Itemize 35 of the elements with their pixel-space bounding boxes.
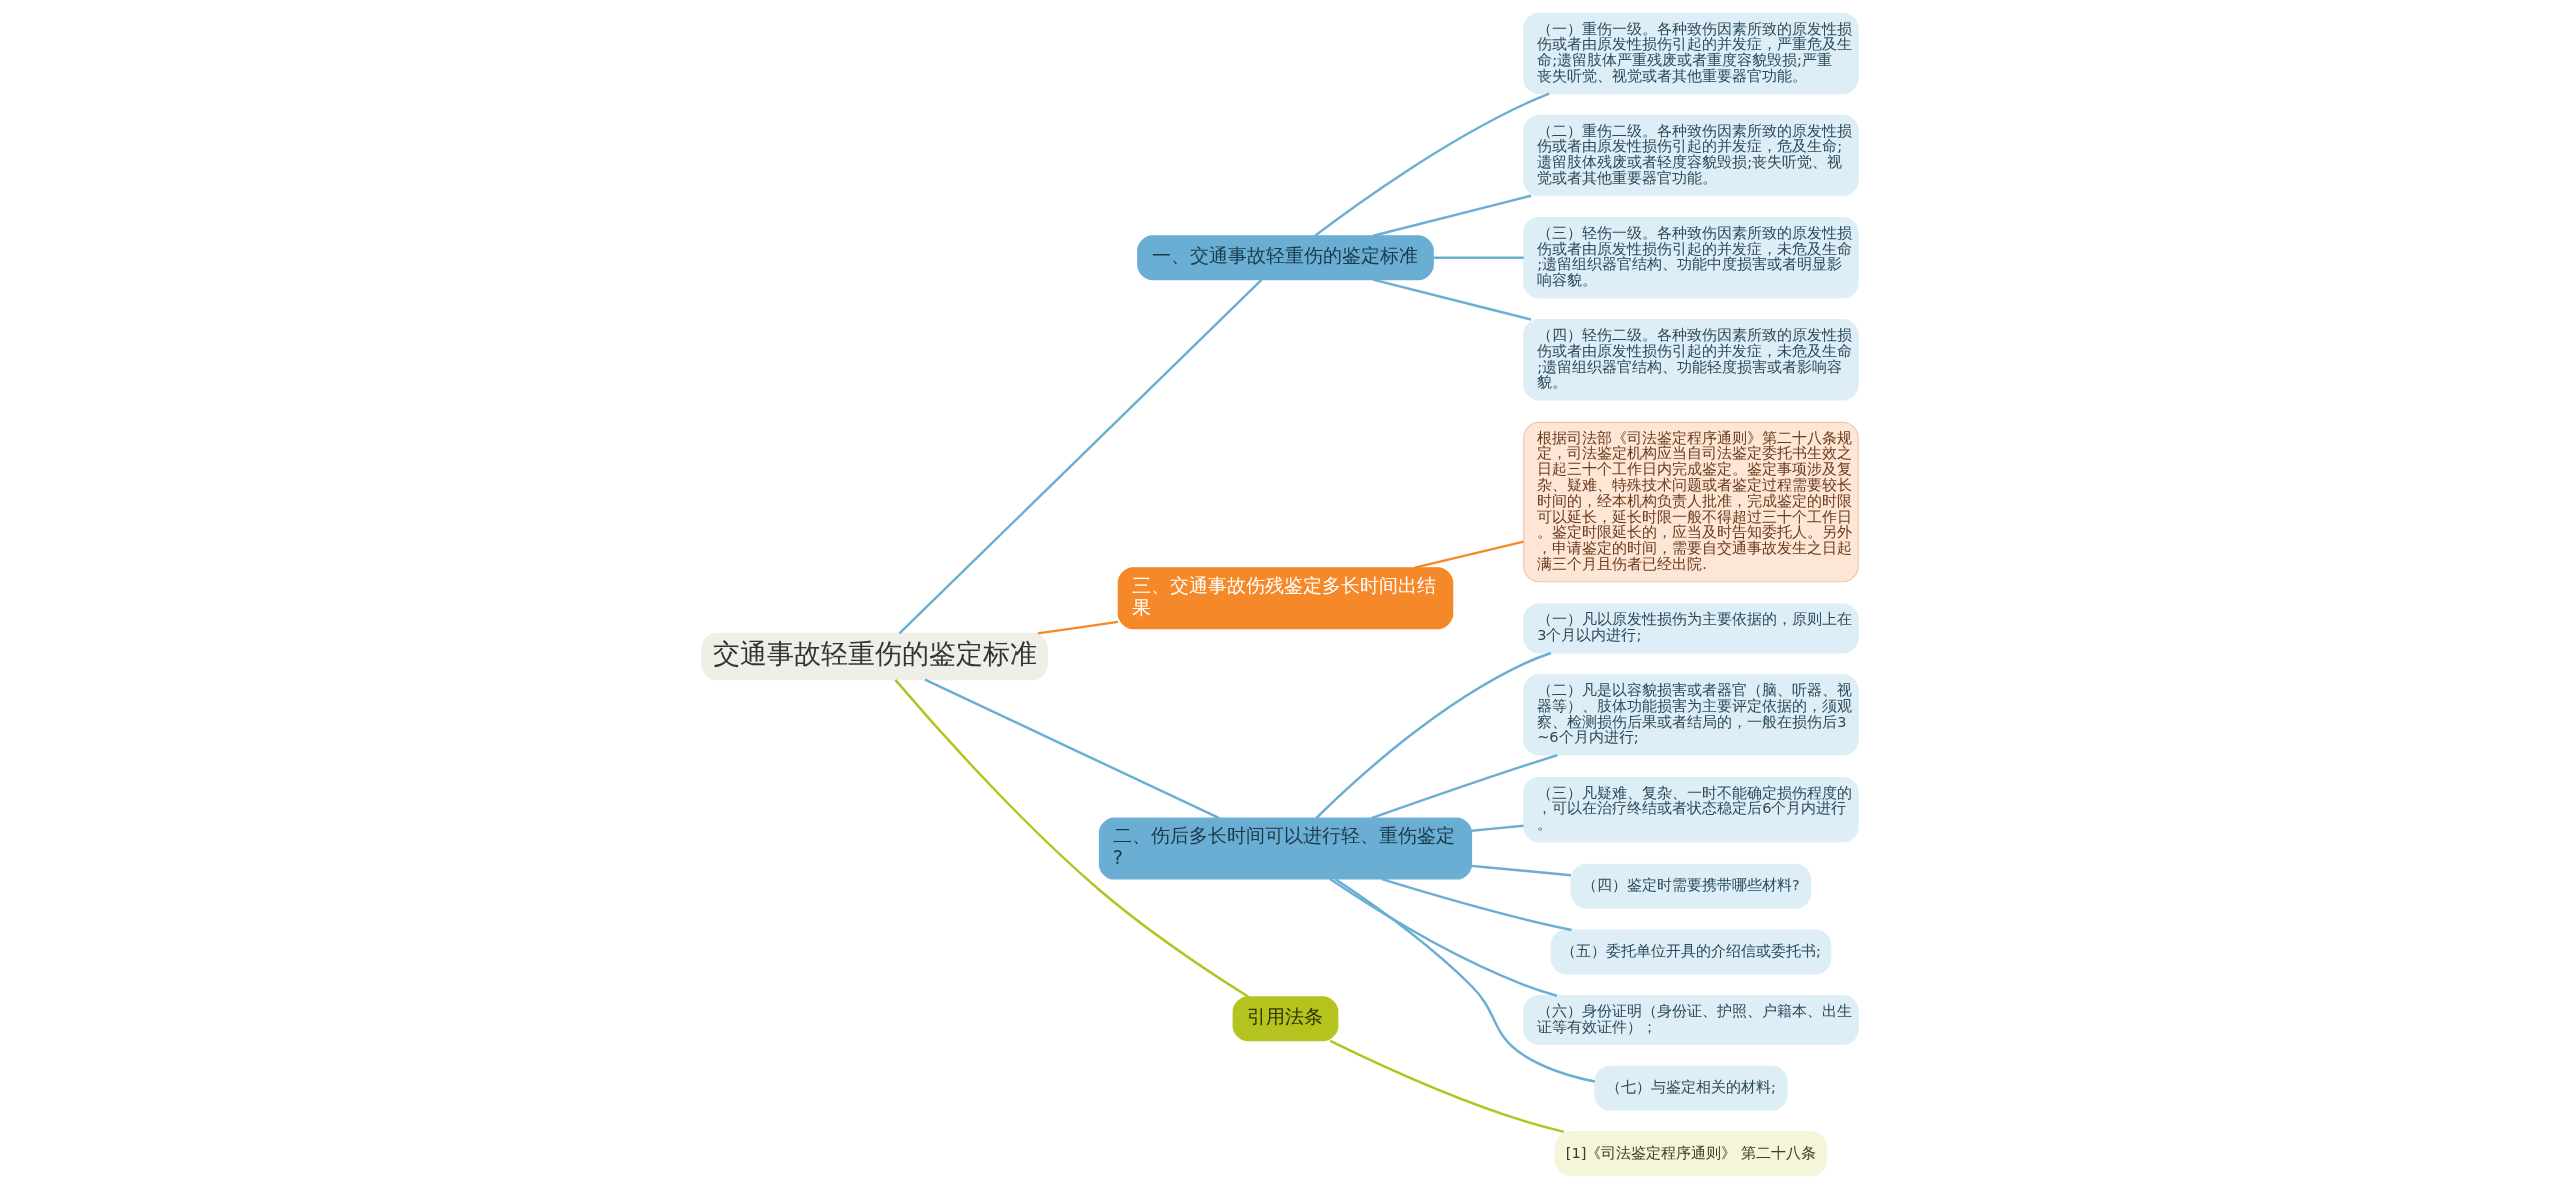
node-box: 根据司法部《司法鉴定程序通则》第二十八条规定，司法鉴定机构应当自司法鉴定委托书生效之日起三十个工作日内完成鉴定。鉴定事项涉及复杂、疑难、特殊技术问题或者鉴定过程需要较长时间的，经本机构负责人批准，完成鉴定的时限可以延长，延长时限一般不得超过三十个工作日。鉴定时限延长的，应当及时告知委托人。另外，申请鉴定的时间，需要自交通事故发生之日起满三个月且伤者已经出院.	[1523, 421, 1859, 583]
connector	[1329, 1039, 1565, 1134]
connector	[924, 678, 1220, 820]
node-box: （二）凡是以容貌损害或者器官（脑、听器、视器等）、肢体功能损害为主要评定依据的，须观察、检测损伤后果或者结局的，一般在损伤后3~6个月内进行;	[1523, 674, 1859, 756]
connector	[1037, 620, 1119, 635]
connector	[1371, 753, 1558, 820]
connector	[1433, 256, 1524, 259]
connector	[1372, 194, 1532, 237]
connector	[894, 679, 1249, 998]
node-box: 一、交通事故轻重伤的鉴定标准	[1137, 235, 1434, 281]
connector	[1329, 878, 1558, 997]
node-box: （七）与鉴定相关的材料;	[1594, 1065, 1788, 1111]
node-box: 二、伤后多长时间可以进行轻、重伤鉴定?	[1098, 817, 1473, 880]
node-box: （三）凡疑难、复杂、一时不能确定损伤程度的，可以在治疗终结或者状态稳定后6个月内进行。	[1523, 776, 1859, 843]
node-box: （三）轻伤一级。各种致伤因素所致的原发性损伤或者由原发性损伤引起的并发症，未危及生命;遗留组织器官结构、功能中度损害或者明显影响容貌。	[1523, 217, 1859, 299]
node-box: （四）鉴定时需要携带哪些材料?	[1570, 863, 1812, 909]
connector	[1315, 651, 1552, 820]
connector	[1334, 878, 1596, 1083]
connector	[1372, 278, 1532, 321]
node-box: （五）委托单位开具的介绍信或委托书;	[1550, 929, 1832, 975]
node-box: （四）轻伤二级。各种致伤因素所致的原发性损伤或者由原发性损伤引起的并发症，未危及生命;遗留组织器官结构、功能轻度损害或者影响容貌。	[1523, 319, 1859, 401]
node-box: [1]《司法鉴定程序通则》 第二十八条	[1554, 1131, 1828, 1177]
connector	[1414, 540, 1524, 569]
connector	[1471, 824, 1524, 832]
connector	[898, 279, 1263, 635]
node-box: （一）重伤一级。各种致伤因素所致的原发性损伤或者由原发性损伤引起的并发症，严重危及生命;遗留肢体严重残废或者重度容貌毁损;严重丧失听觉、视觉或者其他重要器官功能。	[1523, 12, 1859, 95]
node-box: 三、交通事故伤残鉴定多长时间出结果	[1117, 567, 1454, 630]
connector	[1471, 864, 1572, 877]
connector	[1314, 92, 1550, 237]
node-box: 引用法条	[1232, 996, 1339, 1042]
node-box: 交通事故轻重伤的鉴定标准	[701, 632, 1048, 681]
node-box: （一）凡以原发性损伤为主要依据的，原则上在3个月以内进行;	[1523, 603, 1859, 654]
connector	[1381, 877, 1572, 932]
node-box: （二）重伤二级。各种致伤因素所致的原发性损伤或者由原发性损伤引起的并发症，危及生命;遗留肢体残废或者轻度容貌毁损;丧失听觉、视觉或者其他重要器官功能。	[1523, 114, 1859, 197]
node-box: （六）身份证明（身份证、护照、户籍本、出生证等有效证件）；	[1523, 995, 1859, 1045]
